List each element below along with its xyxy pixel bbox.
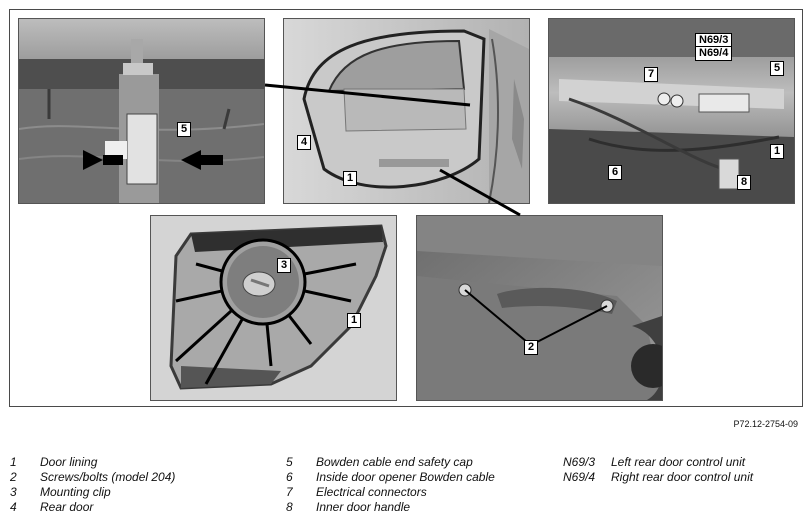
- door-interior-photo: [549, 19, 794, 203]
- panel-door-lining-clips: 3 1: [150, 215, 397, 401]
- arrow-shaft-left: [103, 155, 123, 165]
- rear-door-photo: [284, 19, 529, 203]
- panel-cable-cap-closeup: 5: [18, 18, 265, 204]
- panel-rear-door-overview: 4 1: [283, 18, 530, 204]
- callout-p3-6: 6: [608, 165, 623, 180]
- callout-p1-5: 5: [177, 122, 192, 137]
- callout-p5-2: 2: [524, 340, 539, 355]
- arrow-left-icon: [181, 150, 201, 170]
- figure-frame: 5 4 1: [9, 9, 803, 407]
- callout-p2-1: 1: [343, 171, 358, 186]
- figure-reference: P72.12-2754-09: [733, 419, 798, 429]
- door-screws-photo: [417, 216, 662, 400]
- cable-cap-photo: [19, 19, 264, 203]
- callout-p3-1: 1: [770, 144, 785, 159]
- callout-p4-1: 1: [347, 313, 362, 328]
- callout-p3-n69-3: N69/3: [695, 33, 733, 48]
- callout-p3-8: 8: [737, 175, 752, 190]
- callout-p4-3: 3: [277, 258, 292, 273]
- callout-p3-5: 5: [770, 61, 785, 76]
- arrow-right-icon: [83, 150, 103, 170]
- panel-door-lining-screws: 2: [416, 215, 663, 401]
- callout-p3-7: 7: [644, 67, 659, 82]
- callout-p3-n69-4: N69/4: [695, 46, 733, 61]
- callout-p2-4: 4: [297, 135, 312, 150]
- door-lining-photo: [151, 216, 396, 400]
- panel-door-interior-control-unit: N69/3 N69/4 7 5 1 6 8: [548, 18, 795, 204]
